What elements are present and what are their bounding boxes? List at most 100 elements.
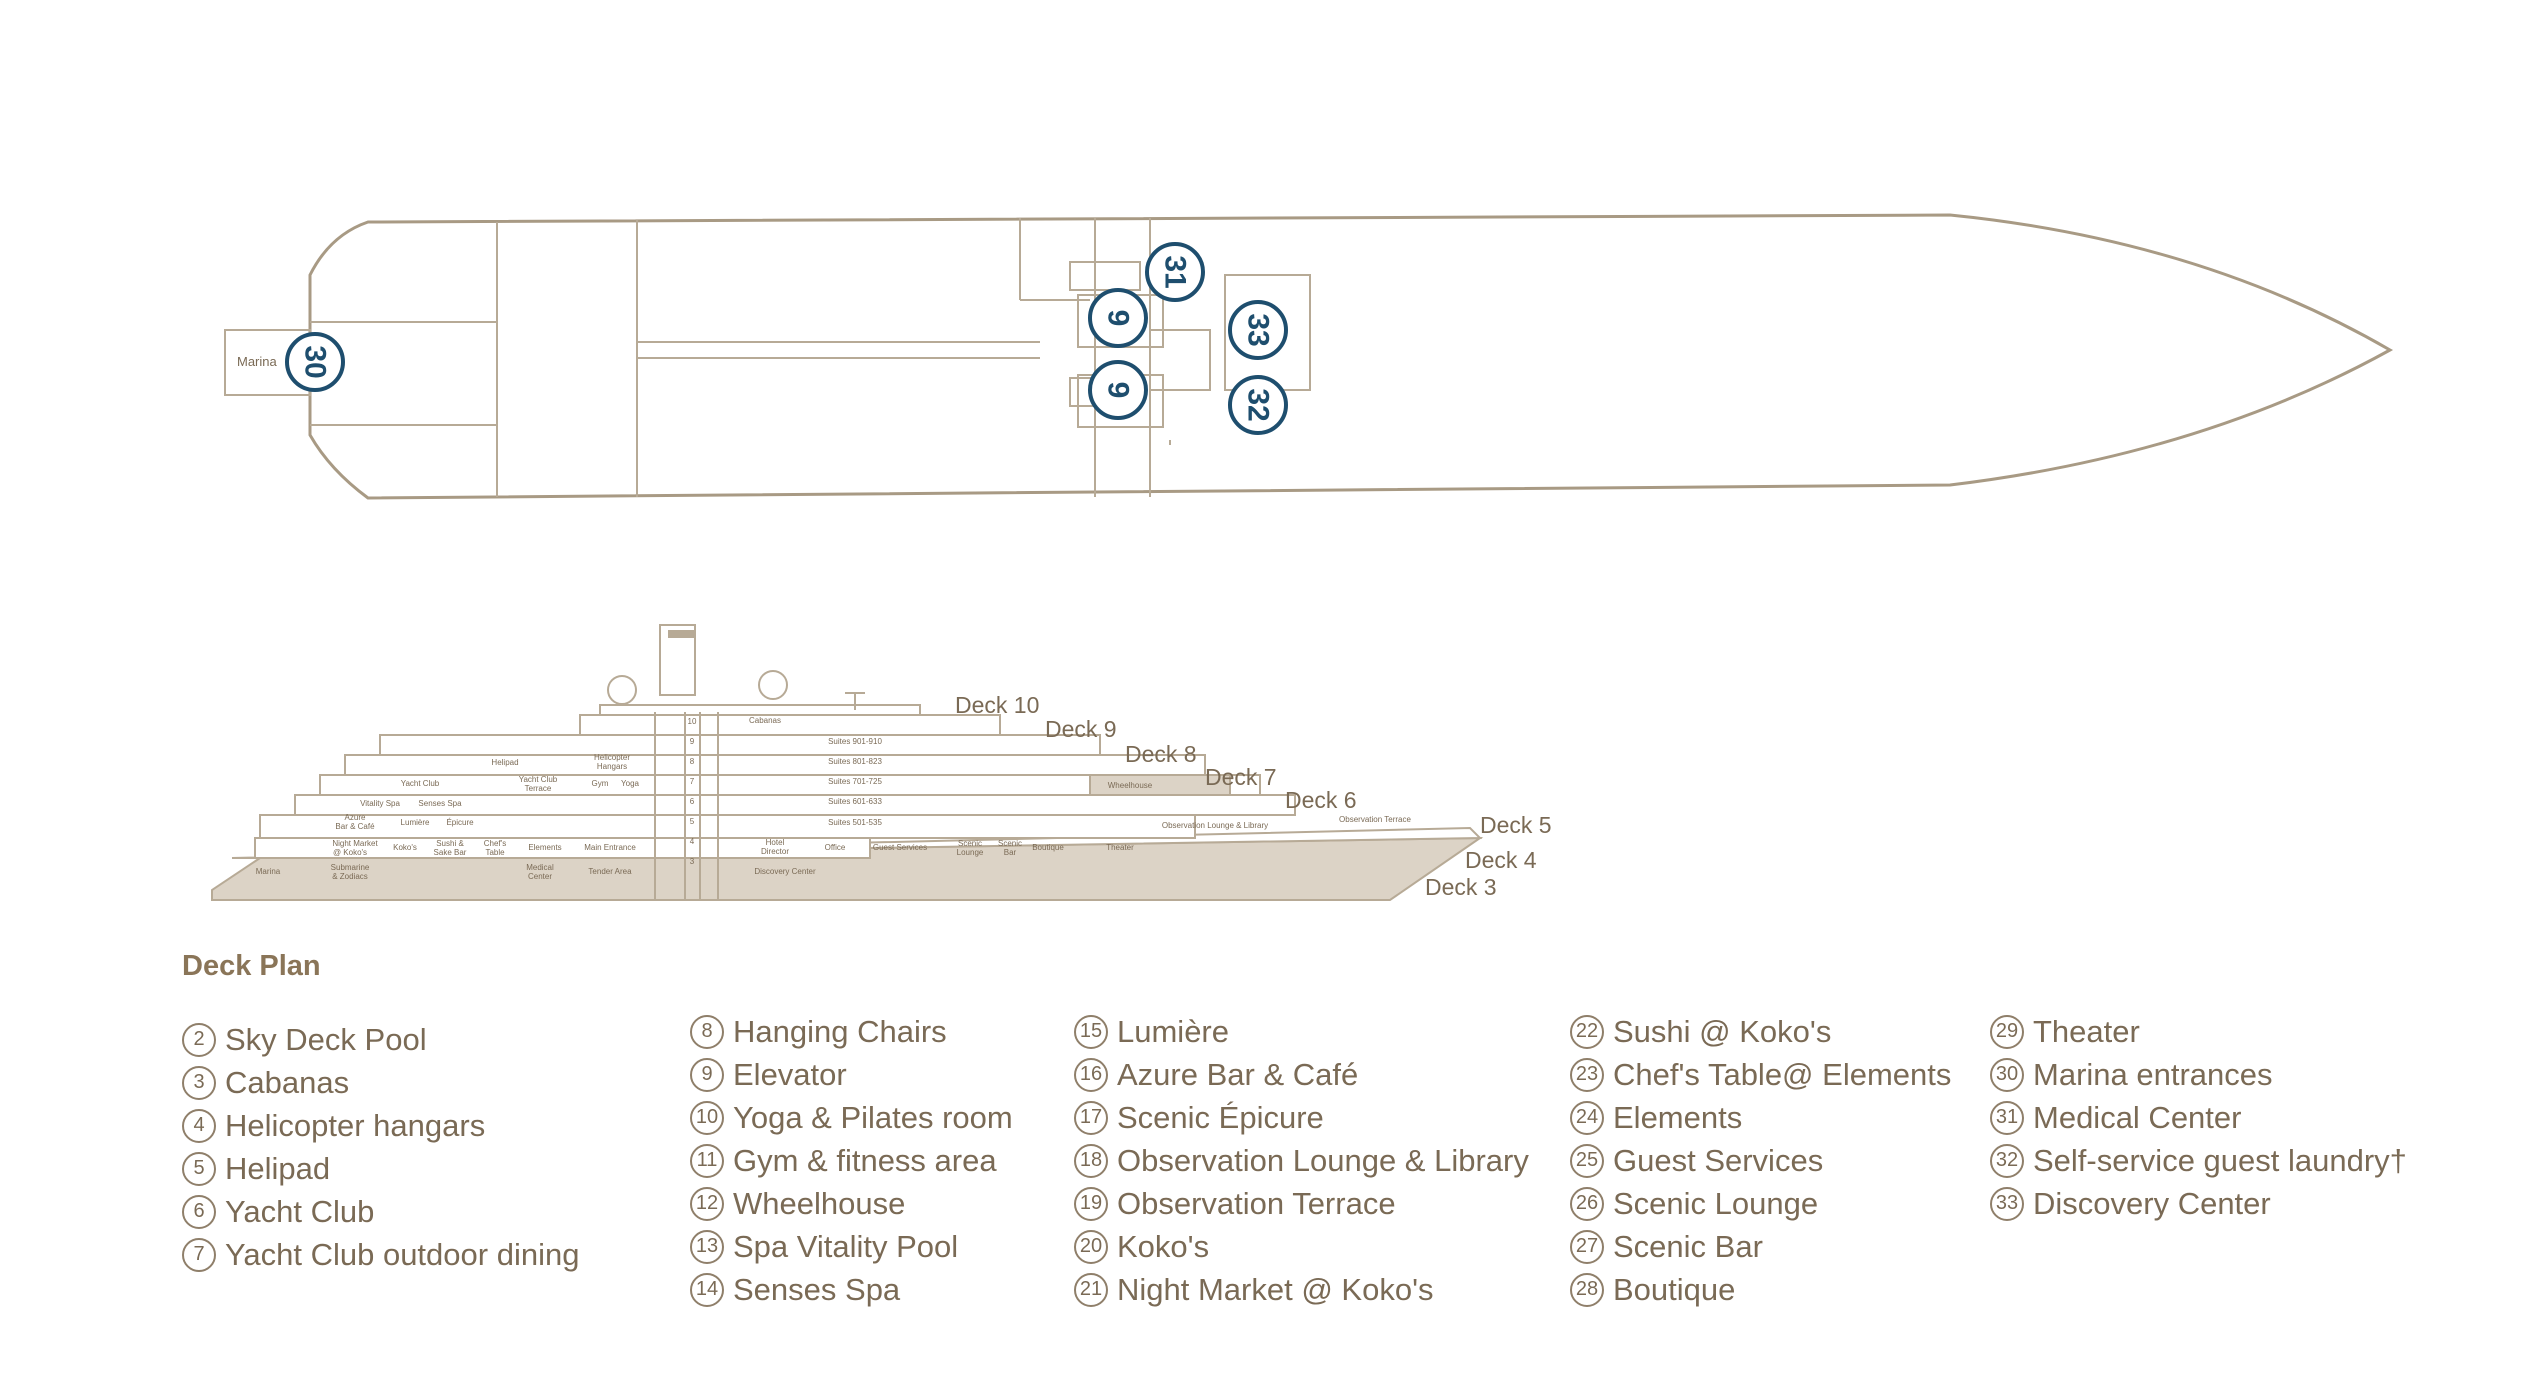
level-number: 6 bbox=[690, 797, 695, 806]
room-label: Bar & Café bbox=[335, 822, 375, 831]
room-label: Theater bbox=[1106, 843, 1134, 852]
plan-marker-33: 33 bbox=[1228, 300, 1288, 360]
room-label: @ Koko's bbox=[333, 848, 367, 857]
legend-label: Discovery Center bbox=[2033, 1185, 2271, 1221]
legend-number-badge: 27 bbox=[1570, 1229, 1604, 1264]
room-label: Sake Bar bbox=[434, 848, 467, 857]
plan-marker-30: 30 bbox=[285, 332, 345, 392]
room-label: Yacht Club bbox=[401, 779, 440, 788]
legend-item: 18 Observation Lounge & Library bbox=[1074, 1139, 1529, 1182]
room-label: Office bbox=[825, 843, 846, 852]
legend-label: Scenic Lounge bbox=[1613, 1185, 1819, 1221]
room-label: Center bbox=[528, 872, 552, 881]
room-label: Épicure bbox=[446, 818, 474, 827]
legend-item: 12 Wheelhouse bbox=[690, 1182, 1013, 1225]
deck-label: Deck 7 bbox=[1205, 764, 1277, 790]
hull-outline bbox=[308, 213, 2394, 500]
level-number: 5 bbox=[690, 817, 695, 826]
room-label: Hotel bbox=[766, 838, 785, 847]
room-label: Tender Area bbox=[588, 867, 632, 876]
svg-text:33: 33 bbox=[1242, 313, 1275, 346]
legend-number-badge: 2 bbox=[182, 1022, 216, 1057]
room-label: Suites 601-633 bbox=[828, 797, 882, 806]
legend-number-badge: 18 bbox=[1074, 1143, 1108, 1178]
plan-marker-9: 9 bbox=[1088, 288, 1148, 348]
legend-number-badge: 33 bbox=[1990, 1186, 2024, 1221]
legend-label: Yoga & Pilates room bbox=[733, 1099, 1013, 1135]
profile-silhouette bbox=[211, 624, 1484, 901]
room-label: Lounge bbox=[957, 848, 984, 857]
legend-label: Observation Terrace bbox=[1117, 1185, 1396, 1221]
level-number: 8 bbox=[690, 757, 695, 766]
legend-number-badge: 17 bbox=[1074, 1100, 1108, 1135]
room-label: Night Market bbox=[332, 839, 378, 848]
room-label: Senses Spa bbox=[418, 799, 462, 808]
legend-label: Wheelhouse bbox=[733, 1185, 906, 1221]
room-label: Bar bbox=[1004, 848, 1017, 857]
legend-number-badge: 4 bbox=[182, 1108, 216, 1143]
legend-number-badge: 26 bbox=[1570, 1186, 1604, 1221]
room-label: Wheelhouse bbox=[1108, 781, 1153, 790]
legend-item: 26 Scenic Lounge bbox=[1570, 1182, 1951, 1225]
level-number: 7 bbox=[690, 777, 695, 786]
room-label: Yoga bbox=[621, 779, 640, 788]
legend-label: Scenic Épicure bbox=[1117, 1099, 1324, 1135]
room-label: Main Entrance bbox=[584, 843, 636, 852]
svg-text:9: 9 bbox=[1102, 382, 1135, 399]
svg-text:32: 32 bbox=[1242, 388, 1275, 421]
room-label: Observation Terrace bbox=[1339, 815, 1411, 824]
marina-label: Marina bbox=[237, 354, 278, 369]
legend-item: 7 Yacht Club outdoor dining bbox=[182, 1233, 579, 1276]
legend-number-badge: 16 bbox=[1074, 1057, 1108, 1092]
legend-number-badge: 12 bbox=[690, 1186, 724, 1221]
legend-number-badge: 21 bbox=[1074, 1272, 1108, 1307]
room-label: Suites 801-823 bbox=[828, 757, 882, 766]
legend-number-badge: 24 bbox=[1570, 1100, 1604, 1135]
legend-number-badge: 13 bbox=[690, 1229, 724, 1264]
legend-number-badge: 32 bbox=[1990, 1143, 2024, 1178]
room-label: Helicopter bbox=[594, 753, 630, 762]
legend-label: Yacht Club outdoor dining bbox=[225, 1236, 580, 1272]
legend-label: Observation Lounge & Library bbox=[1117, 1142, 1529, 1178]
legend-label: Senses Spa bbox=[733, 1271, 901, 1307]
room-label: Director bbox=[761, 847, 789, 856]
legend-label: Boutique bbox=[1613, 1271, 1736, 1307]
room-label: Suites 501-535 bbox=[828, 818, 882, 827]
legend-label: Azure Bar & Café bbox=[1117, 1056, 1359, 1092]
legend-number-badge: 29 bbox=[1990, 1014, 2024, 1049]
legend-number-badge: 7 bbox=[182, 1237, 216, 1272]
legend-item: 10 Yoga & Pilates room bbox=[690, 1096, 1013, 1139]
plan-marker-32: 32 bbox=[1228, 375, 1288, 435]
room-label: Table bbox=[485, 848, 505, 857]
deck-label: Deck 9 bbox=[1045, 716, 1117, 742]
deck-label: Deck 5 bbox=[1480, 812, 1552, 838]
room-label: & Zodiacs bbox=[332, 872, 368, 881]
room-label: Gym bbox=[592, 779, 609, 788]
legend-number-badge: 6 bbox=[182, 1194, 216, 1229]
deck-label: Deck 3 bbox=[1425, 874, 1497, 900]
legend-number-badge: 10 bbox=[690, 1100, 724, 1135]
room-label: Chef's bbox=[484, 839, 506, 848]
legend-label: Marina entrances bbox=[2033, 1056, 2273, 1092]
legend-label: Guest Services bbox=[1613, 1142, 1824, 1178]
legend-label: Gym & fitness area bbox=[733, 1142, 997, 1178]
